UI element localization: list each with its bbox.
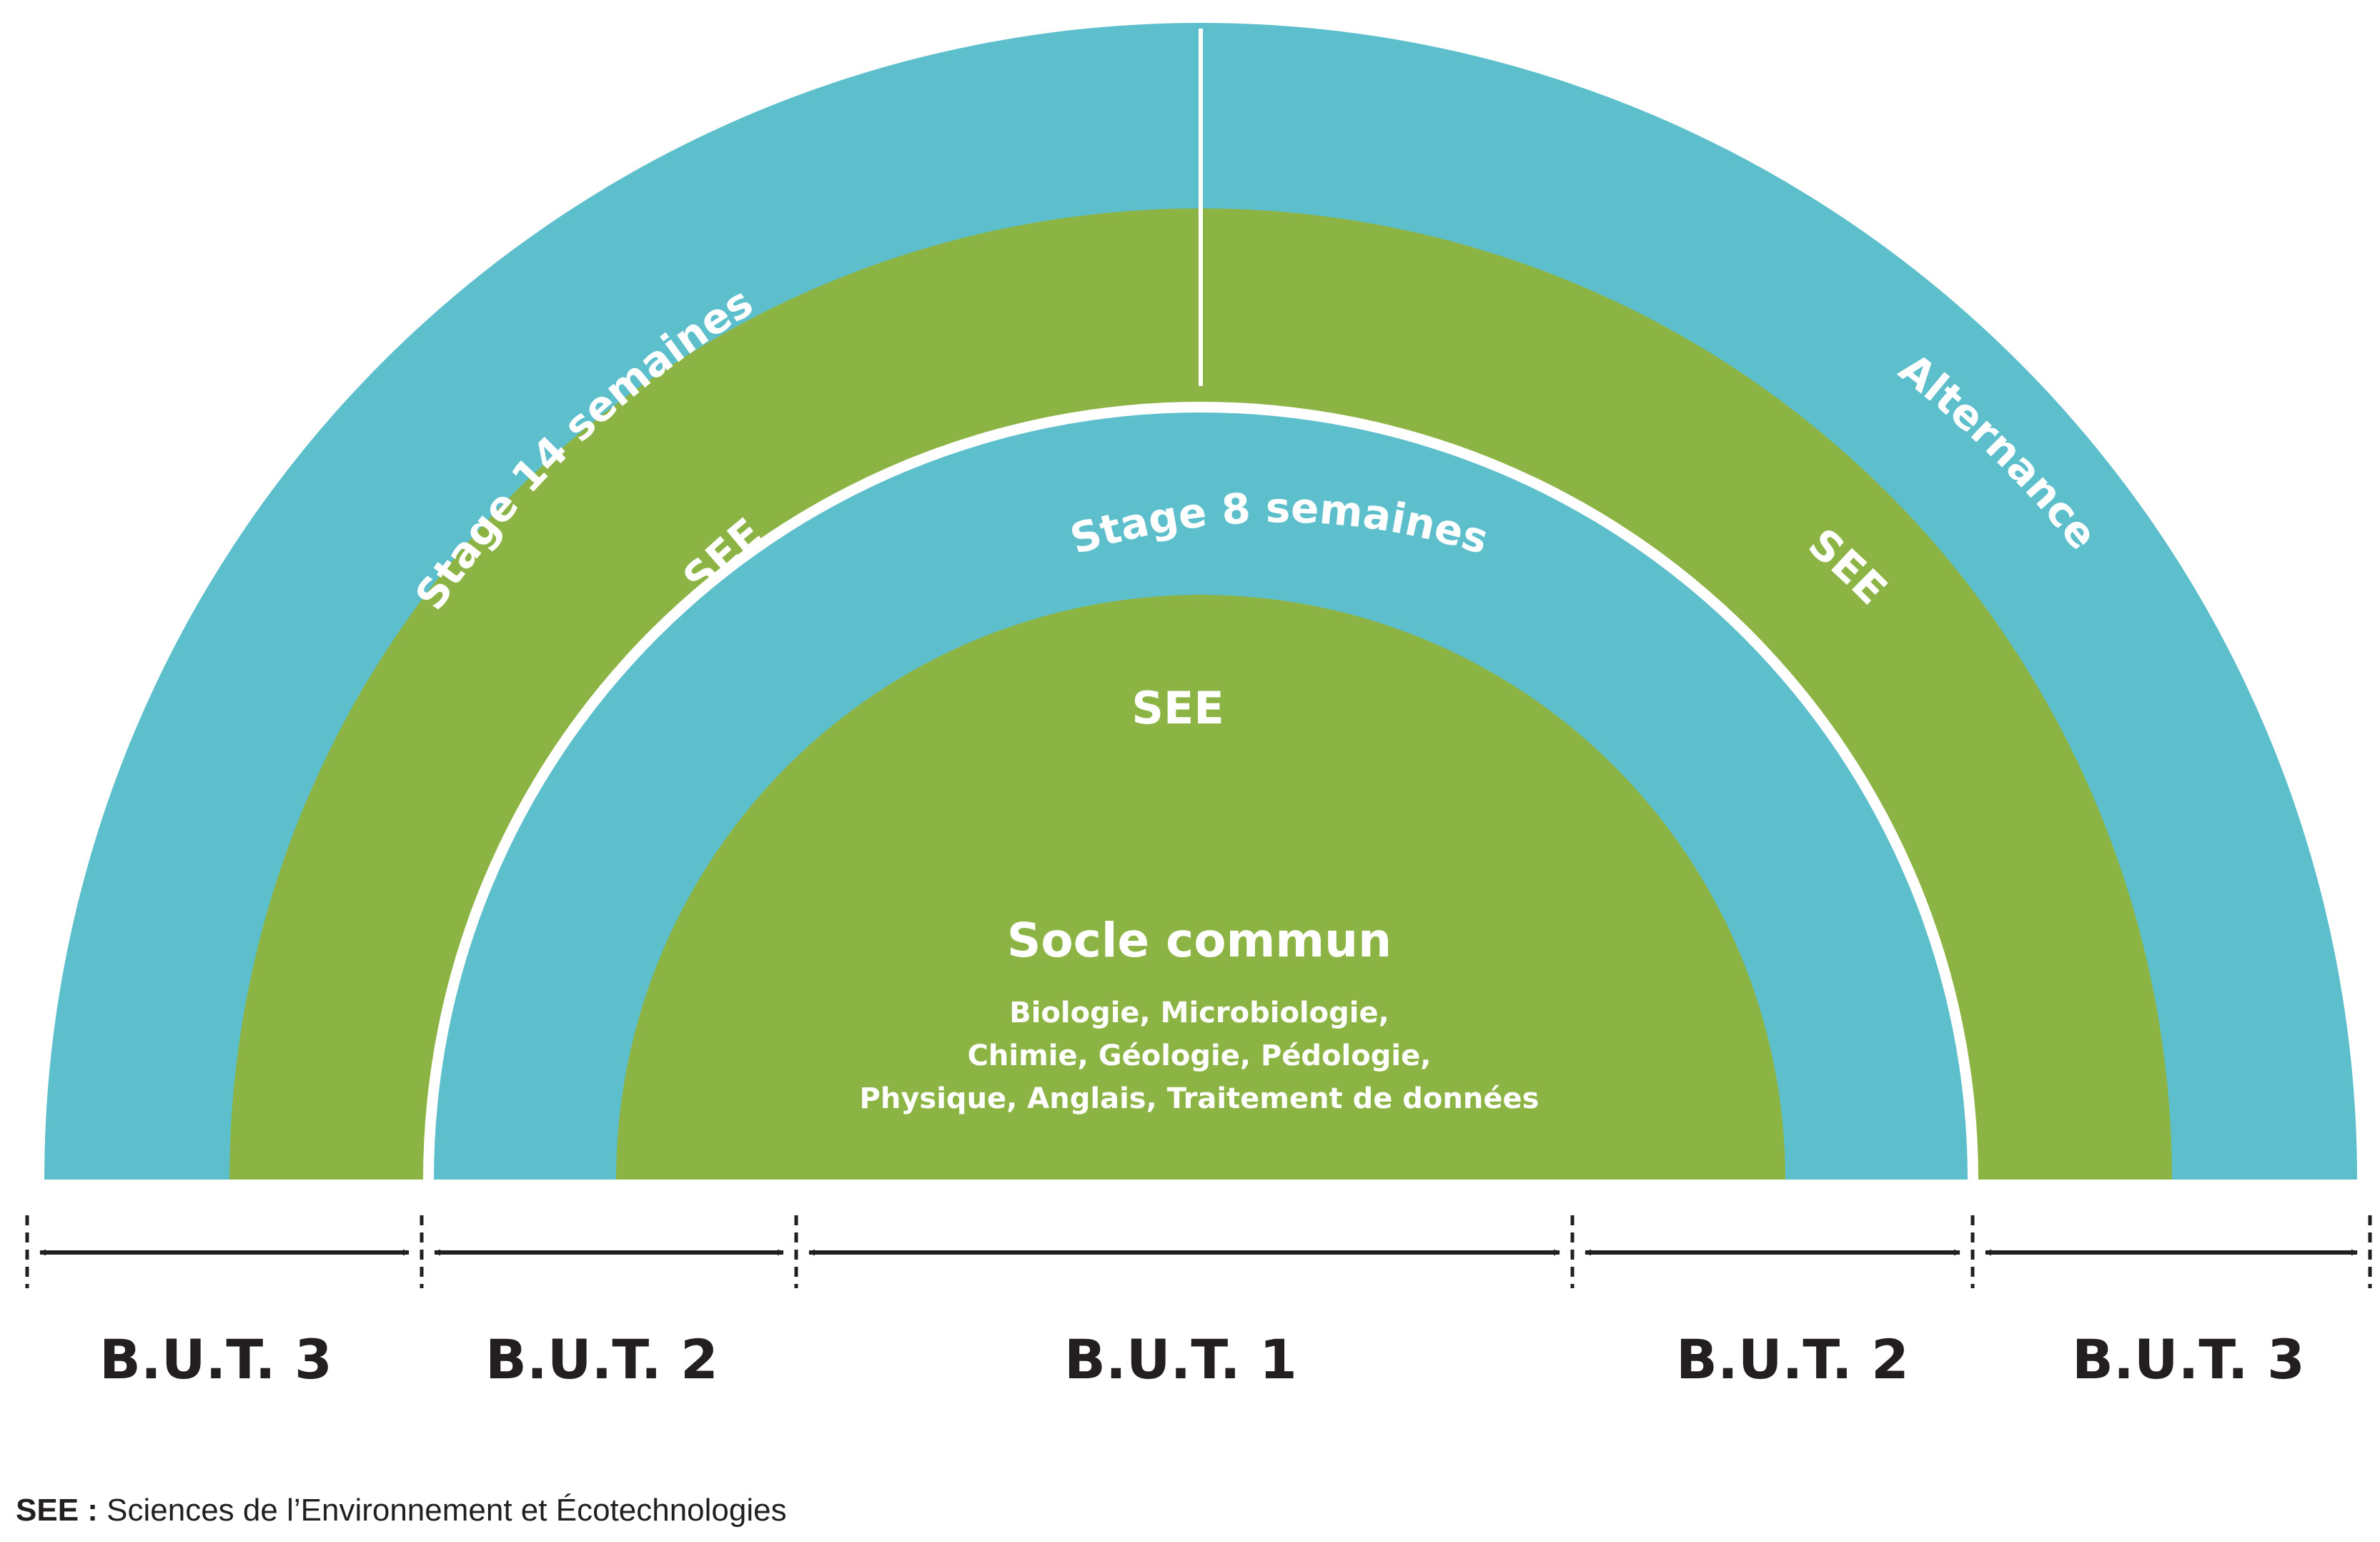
year-label-but2-left: B.U.T. 2 [485, 1328, 718, 1391]
core-subject-line: Chimie, Géologie, Pédologie, [968, 1039, 1432, 1072]
core-title: Socle commun [1007, 913, 1392, 968]
year-label-but1: B.U.T. 1 [1064, 1328, 1297, 1391]
core-semicircle [806, 785, 1595, 1180]
year-label-but2-right: B.U.T. 2 [1676, 1328, 1909, 1391]
label-see-middle: SEE [1131, 682, 1224, 734]
legend-definition: Sciences de l’Environnement et Écotechno… [97, 1493, 787, 1528]
band-middle-green [616, 595, 1785, 1180]
legend-abbreviation: SEE : [16, 1493, 98, 1528]
year-label-but3-left: B.U.T. 3 [99, 1328, 332, 1391]
core-subject-line: Physique, Anglais, Traitement de données [860, 1082, 1539, 1115]
band-middle-blue [434, 412, 1968, 1180]
boundary-markers [25, 1215, 2372, 1288]
legend: SEE : Sciences de l’Environnement et Éco… [16, 1493, 787, 1528]
band-outer-blue [44, 23, 2357, 1180]
band-outer-green [229, 208, 2172, 1180]
year-label-but3-right: B.U.T. 3 [2072, 1328, 2305, 1391]
core-subject-line: Biologie, Microbiologie, [1009, 997, 1389, 1029]
